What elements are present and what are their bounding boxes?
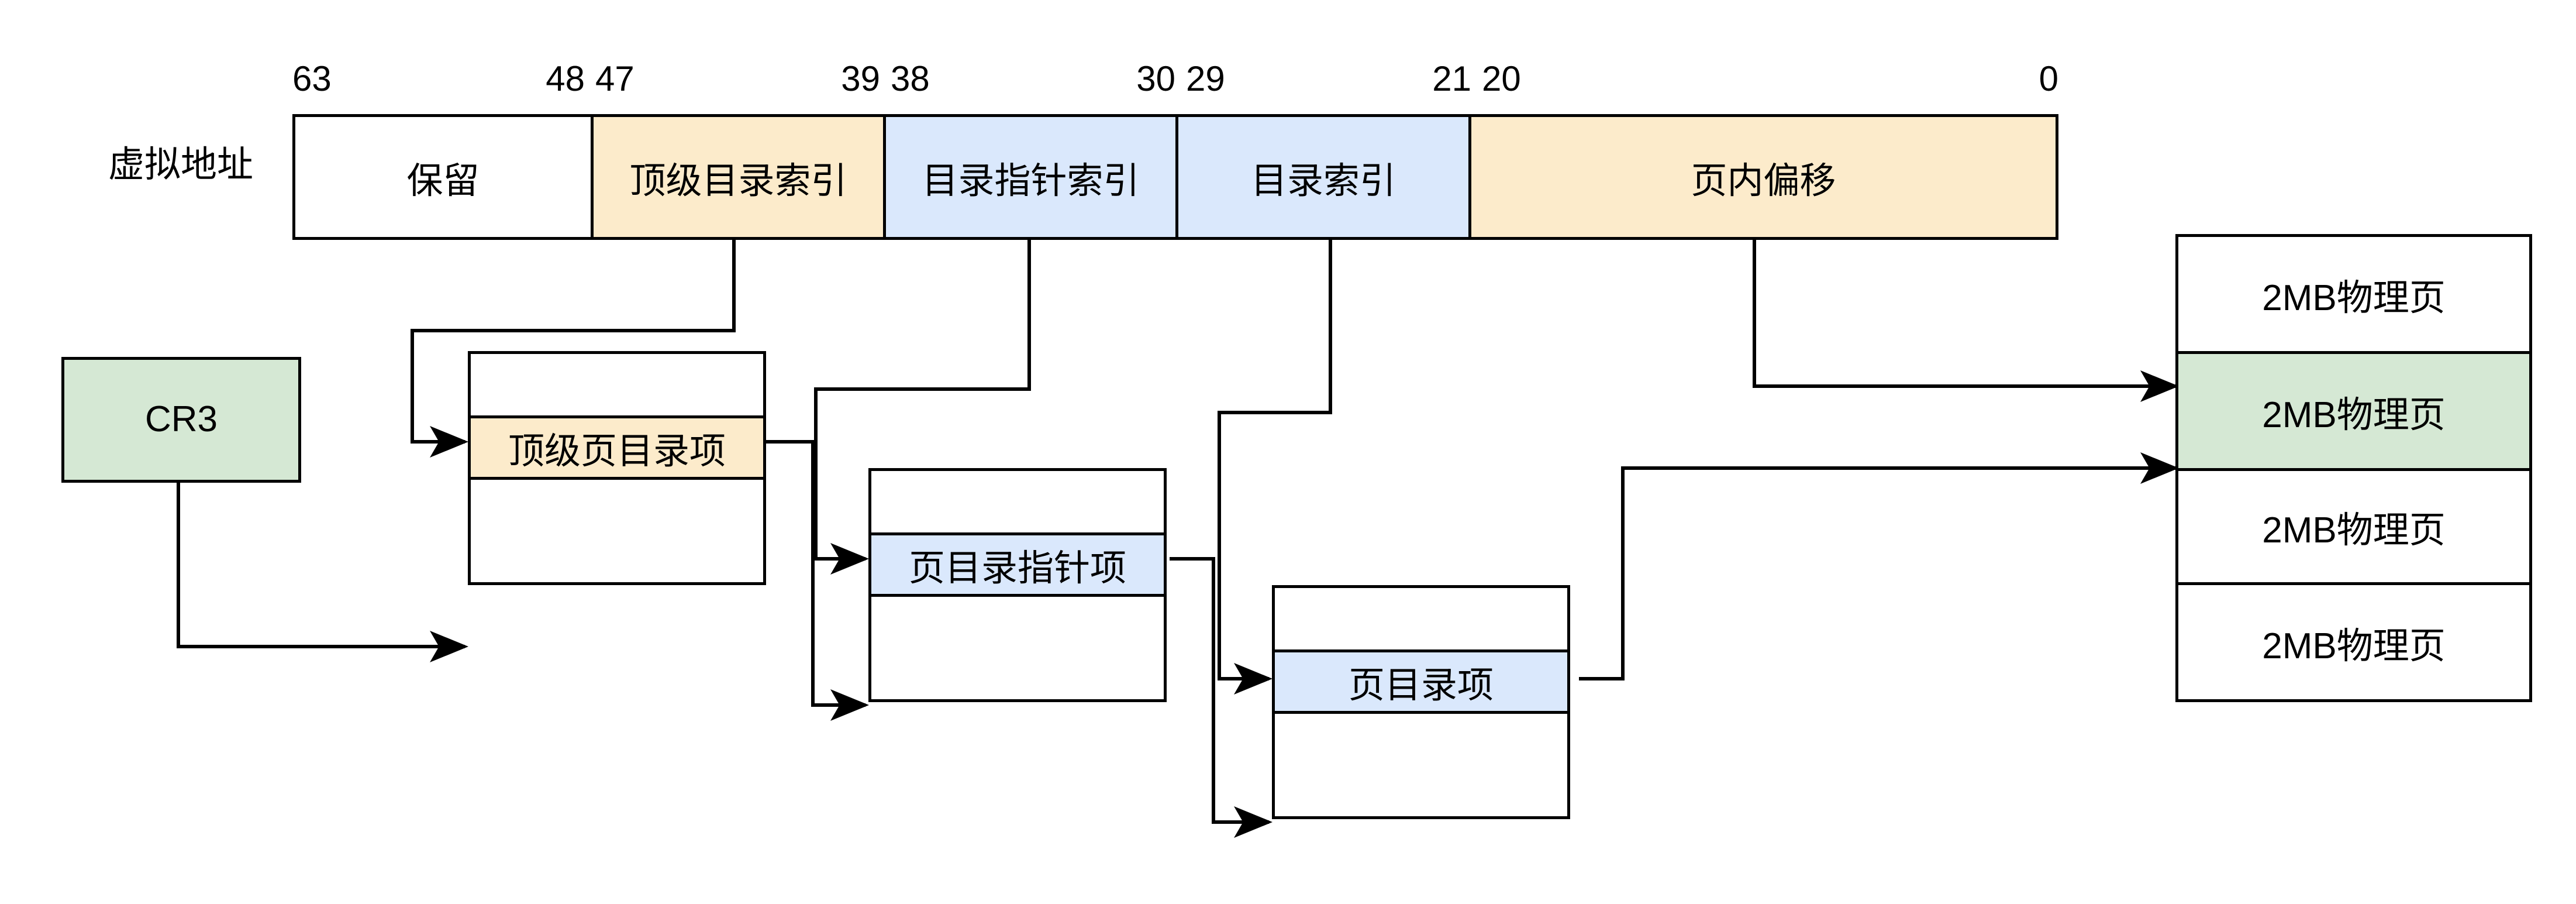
table-row[interactable]	[471, 480, 763, 582]
bit-marker-39: 39	[841, 59, 880, 98]
table-row[interactable]	[1275, 588, 1567, 652]
physical-page-row-4[interactable]: 2MB物理页	[2178, 585, 2529, 699]
table-page-directory-pointer: 页目录指针项	[868, 468, 1167, 702]
va-field-reserved[interactable]: 保留	[295, 117, 594, 237]
physical-page-row-1[interactable]: 2MB物理页	[2178, 237, 2529, 354]
va-field-pml4-index[interactable]: 顶级目录索引	[594, 117, 886, 237]
bit-marker-38: 38	[891, 59, 930, 98]
table-page-directory: 页目录项	[1272, 585, 1570, 819]
va-field-pd-index[interactable]: 目录索引	[1178, 117, 1471, 237]
physical-page-frames: 2MB物理页 2MB物理页 2MB物理页 2MB物理页	[2175, 234, 2532, 702]
bit-marker-30: 30	[1136, 59, 1175, 98]
wire-cr3-to-top-directory	[177, 483, 468, 662]
bit-marker-21: 21	[1432, 59, 1471, 98]
physical-page-row-2-selected[interactable]: 2MB物理页	[2178, 354, 2529, 471]
wire-page-offset-to-physical-page	[1753, 240, 2179, 402]
bit-marker-0: 0	[2039, 59, 2058, 98]
table-row[interactable]	[471, 354, 763, 418]
cr3-register[interactable]: CR3	[61, 357, 301, 483]
table-row[interactable]	[871, 597, 1164, 699]
wire-top-entry-to-pdpt	[766, 440, 869, 721]
page-directory-pointer-entry[interactable]: 页目录指针项	[871, 535, 1164, 597]
wire-pdpt-entry-to-pd	[1170, 557, 1273, 838]
page-directory-entry[interactable]: 页目录项	[1275, 652, 1567, 714]
table-top-level-page-directory: 顶级页目录项	[468, 351, 766, 585]
table-row[interactable]	[871, 471, 1164, 535]
table-row[interactable]	[1275, 714, 1567, 816]
bit-marker-48: 48	[546, 59, 585, 98]
virtual-address-bar: 保留 顶级目录索引 目录指针索引 目录索引 页内偏移	[292, 114, 2058, 240]
top-level-page-directory-entry[interactable]: 顶级页目录项	[471, 418, 763, 480]
physical-page-row-3[interactable]: 2MB物理页	[2178, 471, 2529, 585]
bit-marker-63: 63	[292, 59, 332, 98]
wire-pd-entry-to-physical-page	[1579, 452, 2179, 680]
bit-marker-20: 20	[1482, 59, 1521, 98]
va-field-pdpt-index[interactable]: 目录指针索引	[886, 117, 1178, 237]
bit-marker-29: 29	[1186, 59, 1225, 98]
virtual-address-label: 虚拟地址	[108, 145, 254, 185]
va-field-page-offset[interactable]: 页内偏移	[1471, 117, 2056, 237]
bit-marker-47: 47	[595, 59, 634, 98]
